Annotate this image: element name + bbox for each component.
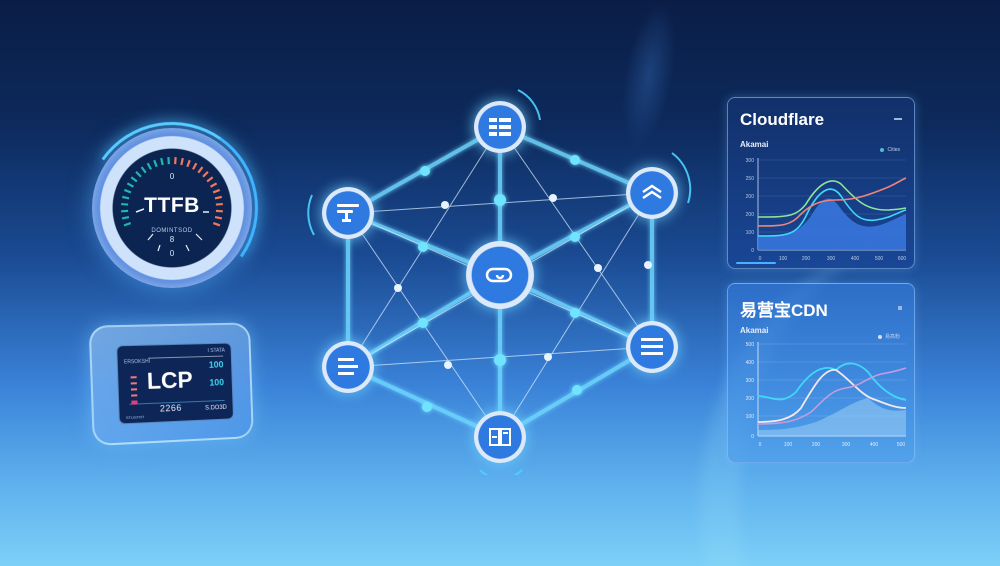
svg-text:200: 200	[746, 194, 755, 200]
svg-text:200: 200	[746, 212, 755, 218]
ttfb-bottom-value-1: 8	[169, 235, 175, 244]
panel-subtitle: Akamai	[740, 140, 769, 149]
svg-text:250: 250	[746, 176, 755, 182]
router-icon	[337, 204, 359, 222]
chart-panel-yiyingbao-cdn: 易营宝CDN Akamai 易高粉 500 400 300 200 100 0 0 100…	[727, 283, 915, 463]
network-node-upper-right[interactable]	[626, 167, 678, 219]
svg-text:200: 200	[746, 396, 755, 402]
svg-text:600: 600	[898, 256, 907, 262]
panel-subtitle: Akamai	[740, 326, 769, 335]
svg-text:100: 100	[746, 414, 755, 420]
panel-title: Cloudflare	[740, 110, 825, 129]
storage-grid-icon	[489, 428, 511, 446]
svg-text:500: 500	[897, 442, 906, 448]
svg-text:400: 400	[746, 360, 755, 366]
network-node-center[interactable]	[466, 241, 534, 309]
svg-text:0: 0	[759, 442, 762, 448]
network-node-lower-left[interactable]	[322, 341, 374, 393]
line-chart-yiyingbao: 500 400 300 200 100 0 0 100 200 300 400 500	[746, 342, 907, 448]
document-lines-icon	[338, 358, 358, 375]
network-node-lower-right[interactable]	[626, 321, 678, 373]
cloud-icon	[485, 267, 513, 283]
lcp-bottom-left-text: STUSTRT	[125, 414, 145, 421]
ttfb-sub-label: DOMINTSOD	[151, 228, 193, 234]
network-node-upper-left[interactable]	[322, 187, 374, 239]
lcp-top-right-text: I STATA	[207, 347, 225, 355]
chart-legend: 易高粉	[877, 333, 900, 340]
lcp-top-left-text: ERSOKSHI	[123, 358, 151, 366]
network-node-top[interactable]	[474, 101, 526, 153]
lcp-bottom-value: 2266	[159, 402, 183, 414]
lcp-screen: I STATA ERSOKSHI LCP 100 100 2266 S.DO3D…	[116, 342, 234, 425]
line-chart-cloudflare: 300 250 200 200 100 0 0 100 200 300 400 500 600	[746, 158, 907, 262]
panel-menu-icon[interactable]	[898, 306, 902, 310]
panel-scroll-indicator	[736, 262, 776, 264]
svg-text:300: 300	[842, 442, 851, 448]
panel-menu-icon[interactable]	[894, 118, 902, 120]
network-node-bottom[interactable]	[474, 411, 526, 463]
lcp-bottom-right-value: S.DO3D	[205, 404, 227, 412]
svg-text:200: 200	[802, 256, 811, 262]
chevrons-up-icon	[642, 184, 662, 200]
server-list-icon	[489, 118, 511, 136]
legend-label: 易高粉	[884, 334, 900, 340]
ttfb-gauge-ticks	[121, 157, 223, 252]
svg-text:500: 500	[875, 256, 884, 262]
svg-text:500: 500	[746, 342, 755, 348]
lcp-value-2: 100	[209, 377, 225, 388]
svg-text:200: 200	[812, 442, 821, 448]
ttfb-bottom-value-2: 0	[169, 249, 175, 258]
svg-text:300: 300	[827, 256, 836, 262]
svg-text:300: 300	[746, 158, 755, 164]
lcp-card: I STATA ERSOKSHI LCP 100 100 2266 S.DO3D…	[88, 322, 254, 447]
svg-text:0: 0	[759, 256, 762, 262]
cdn-network-diagram	[300, 85, 700, 475]
svg-text:300: 300	[746, 378, 755, 384]
ttfb-gauge-top-value: 0	[169, 172, 175, 181]
legend-label: Cities	[887, 147, 900, 153]
svg-text:400: 400	[851, 256, 860, 262]
panel-title: 易营宝CDN	[740, 301, 828, 320]
legend-dot-icon	[877, 334, 882, 339]
svg-text:100: 100	[784, 442, 793, 448]
chart-legend: Cities	[880, 147, 900, 153]
svg-text:400: 400	[870, 442, 879, 448]
lcp-divider-top	[148, 355, 224, 359]
lcp-value-1: 100	[208, 359, 224, 370]
svg-text:0: 0	[751, 434, 754, 440]
legend-dot-icon	[880, 148, 885, 152]
svg-text:0: 0	[751, 248, 754, 254]
lcp-label: LCP	[146, 366, 194, 394]
server-rack-icon	[641, 338, 663, 355]
lcp-bar-indicator	[130, 376, 140, 409]
ttfb-label: TTFB	[144, 194, 200, 217]
chart-panel-cloudflare: Cloudflare Akamai Cities 300 250 200 200 10…	[727, 97, 915, 269]
ttfb-gauge: 0 TTFB DOMINTSOD 8 0	[92, 128, 252, 288]
svg-text:100: 100	[779, 256, 788, 262]
svg-text:100: 100	[746, 230, 755, 236]
